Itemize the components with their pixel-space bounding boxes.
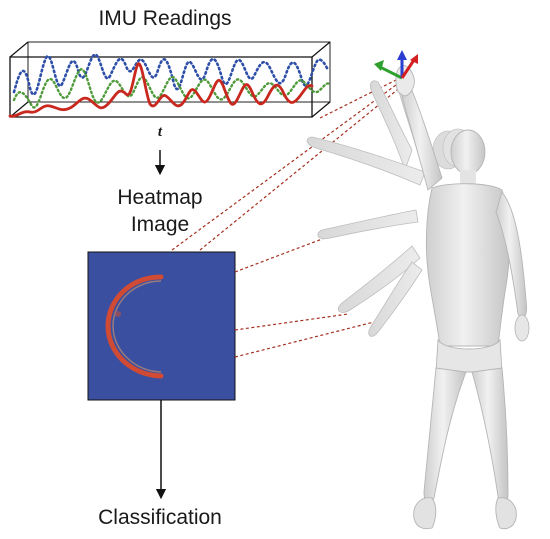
classification-label: Classification — [98, 506, 222, 529]
imu-readings-title: IMU Readings — [98, 7, 232, 30]
neck — [460, 170, 476, 186]
left-foot — [495, 497, 517, 530]
imu-signal-red — [8, 62, 314, 118]
heatmap-blob — [115, 311, 121, 317]
axis-red — [400, 59, 416, 79]
heatmap-arc-glow — [112, 280, 162, 373]
time-axis-label: t — [157, 124, 163, 140]
ghost-arm-diagonal — [306, 136, 426, 186]
raised-hand — [395, 65, 415, 97]
axis-red-head — [410, 54, 418, 64]
human-body — [395, 65, 530, 530]
projection-line — [319, 77, 401, 119]
xyz-axes-icon — [374, 50, 418, 80]
projection-line — [199, 85, 403, 251]
torso — [425, 183, 510, 347]
imu-box-edge — [9, 101, 29, 118]
heatmap-label-line1: Heatmap — [117, 186, 203, 209]
axis-green-head — [374, 60, 384, 71]
projection-lines — [171, 77, 403, 358]
ghost-arm-raised — [370, 80, 413, 172]
imu-signal-blue — [12, 53, 330, 96]
ghost-arms — [306, 78, 474, 337]
heatmap-image — [87, 251, 236, 401]
projection-line — [234, 235, 331, 273]
ghost-arm-horizontal — [317, 209, 419, 240]
left-hand — [514, 314, 530, 342]
projection-line — [234, 321, 375, 358]
right-leg — [423, 367, 467, 505]
imu-box-edge — [311, 101, 331, 118]
right-foot — [413, 497, 437, 530]
head — [450, 129, 486, 175]
axis-green — [377, 64, 403, 80]
axis-blue-head — [397, 50, 407, 60]
imu-box-edge — [311, 41, 331, 58]
imu-box — [8, 41, 331, 118]
ghost-arm-down — [337, 245, 421, 313]
heatmap-label-line2: Image — [130, 213, 190, 236]
heatmap-arc-stroke — [105, 274, 164, 379]
projection-line — [234, 313, 349, 331]
left-leg — [471, 367, 509, 506]
ghost-arm-low — [368, 261, 423, 337]
imu-box-edge — [9, 41, 29, 58]
hips — [435, 338, 503, 373]
